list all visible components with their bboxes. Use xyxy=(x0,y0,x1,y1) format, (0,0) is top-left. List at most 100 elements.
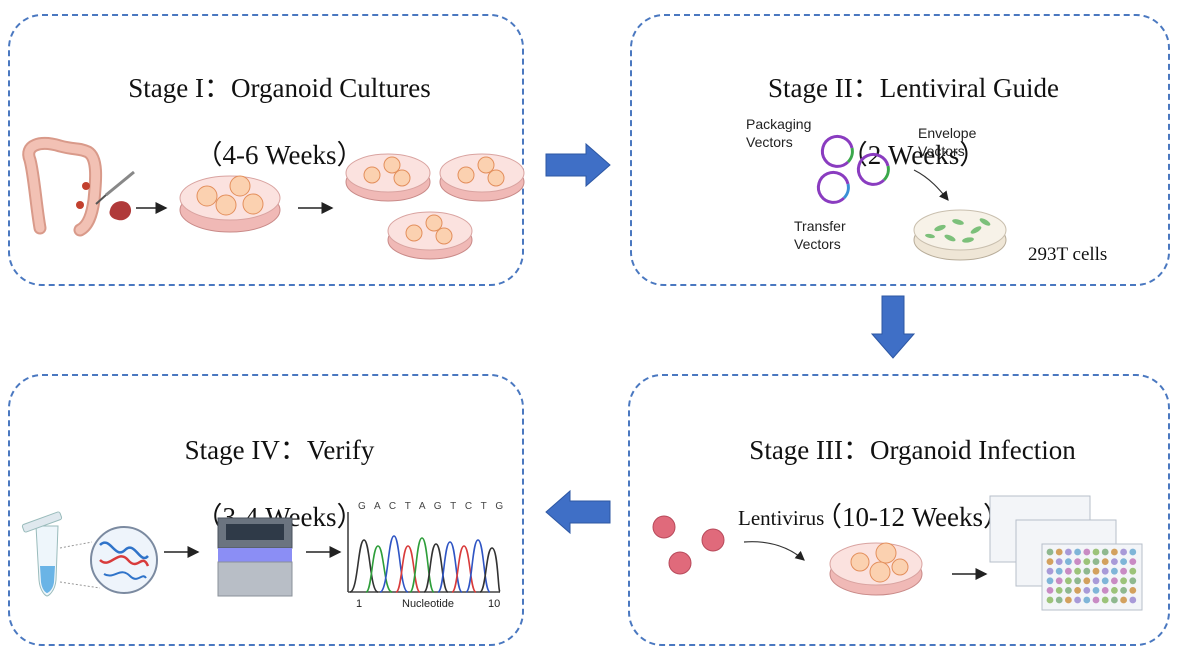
plate-well xyxy=(1065,558,1072,565)
plate-well xyxy=(1129,596,1137,604)
plate-well xyxy=(1046,548,1054,556)
stage2-title-text: Stage II：Lentiviral Guide xyxy=(768,72,1059,103)
plate-well xyxy=(1092,577,1100,585)
plate-well xyxy=(1046,567,1054,575)
tube-icon xyxy=(21,511,63,597)
plate-well xyxy=(1120,567,1127,575)
plate-well xyxy=(1101,577,1109,585)
infection-arrow xyxy=(743,541,805,561)
plate-well xyxy=(1074,596,1081,604)
lentivirus-label: Lentivirus xyxy=(738,506,825,530)
plate-well xyxy=(1055,587,1063,594)
plate-well xyxy=(1055,596,1063,604)
stage4-title-text: Stage IV：Verify xyxy=(184,434,375,465)
cell-culture-dish-icon xyxy=(913,209,1007,261)
stage2-duration: （2 Weeks） xyxy=(840,140,987,171)
sequencer-icon xyxy=(217,517,293,597)
plate-well xyxy=(1111,596,1118,604)
plate-well xyxy=(1074,558,1081,565)
stage1-duration: （4-6 Weeks） xyxy=(195,140,364,171)
plate-well xyxy=(1111,558,1118,565)
plate-well xyxy=(1101,596,1109,604)
cells-label: 293T cells xyxy=(1028,244,1108,265)
plate-well xyxy=(1055,577,1063,585)
plate-well xyxy=(1065,596,1072,604)
stage1-title: Stage I：Organoid Cultures （4-6 Weeks） xyxy=(10,38,522,207)
plate-well xyxy=(1046,587,1054,594)
plate-well xyxy=(1120,596,1127,604)
plate-well xyxy=(1092,596,1100,604)
stage4-panel: Stage IV：Verify （3-4 Weeks） xyxy=(8,374,524,646)
infected-organoid-dish-icon xyxy=(829,542,923,596)
transfer-vectors-label: Transfer Vectors xyxy=(794,218,846,253)
stage2-panel: Stage II：Lentiviral Guide （2 Weeks） xyxy=(630,14,1170,286)
plate-well xyxy=(1120,577,1127,585)
plate-well xyxy=(1092,548,1100,556)
transfection-arrow xyxy=(913,169,949,201)
stage2-title: Stage II：Lentiviral Guide （2 Weeks） xyxy=(632,38,1168,207)
plate-well xyxy=(1055,558,1063,565)
packaging-plasmid-icon xyxy=(820,134,854,168)
plate-well xyxy=(1083,596,1091,604)
plate-well xyxy=(1046,577,1054,585)
plate-wells xyxy=(1046,548,1137,604)
dna-magnifier-icon xyxy=(90,526,158,594)
lentivirus-icon xyxy=(652,515,725,575)
plate-well xyxy=(1065,567,1072,575)
plate-well xyxy=(1129,558,1137,565)
plate-well xyxy=(1083,558,1091,565)
sequence-letters: G A C T A G T C T G xyxy=(358,501,507,512)
plate-well xyxy=(1101,587,1109,594)
plate-well xyxy=(1111,548,1118,556)
plate-well xyxy=(1092,587,1100,594)
flow-arrow-left xyxy=(545,489,611,535)
scalpel-icon xyxy=(95,170,135,205)
plate-well xyxy=(1083,548,1091,556)
organoid-dish-icon xyxy=(179,175,281,233)
plate-well xyxy=(1074,577,1081,585)
plate-well xyxy=(1129,577,1137,585)
plate-well xyxy=(1055,567,1063,575)
packaging-vectors-label: Packaging Vectors xyxy=(746,116,812,151)
plate-well xyxy=(1101,558,1109,565)
chromatogram-icon xyxy=(347,512,501,593)
plate-well xyxy=(1129,567,1137,575)
stage3-title-text: Stage III：Organoid Infection xyxy=(749,434,1076,465)
plate-well xyxy=(1083,587,1091,594)
axis-title-label: Nucleotide xyxy=(402,598,454,610)
flow-arrow-right xyxy=(545,142,611,188)
plate-well xyxy=(1065,577,1072,585)
plate-well xyxy=(1129,548,1137,556)
envelope-plasmid-icon xyxy=(856,152,890,186)
plate-well xyxy=(1120,587,1127,594)
plate-well xyxy=(1055,548,1063,556)
zoom-line-2 xyxy=(59,581,101,589)
plate-well xyxy=(1092,567,1100,575)
envelope-vectors-label: Envelope Vectors xyxy=(918,125,977,160)
colon-icon xyxy=(22,137,103,237)
plate-well xyxy=(1120,558,1127,565)
plate-well xyxy=(1129,587,1137,594)
plate-well xyxy=(1111,567,1118,575)
plate-well xyxy=(1111,577,1118,585)
stage1-panel: Stage I：Organoid Cultures （4-6 Weeks） xyxy=(8,14,524,286)
plate-well xyxy=(1101,567,1109,575)
plate-well xyxy=(1092,558,1100,565)
expanded-dishes-icon xyxy=(345,153,525,260)
plate-well xyxy=(1074,548,1081,556)
plate-well xyxy=(1065,587,1072,594)
flow-arrow-down xyxy=(870,295,916,359)
stage1-title-text: Stage I：Organoid Cultures xyxy=(128,72,431,103)
plate-well xyxy=(1074,567,1081,575)
plate-well xyxy=(1083,577,1091,585)
plate-well xyxy=(1083,567,1091,575)
axis-end-label: 10 xyxy=(488,598,501,610)
zoom-line xyxy=(59,541,93,549)
axis-start-label: 1 xyxy=(356,598,363,610)
tissue-icon xyxy=(109,201,132,221)
plate-well xyxy=(1111,587,1118,594)
